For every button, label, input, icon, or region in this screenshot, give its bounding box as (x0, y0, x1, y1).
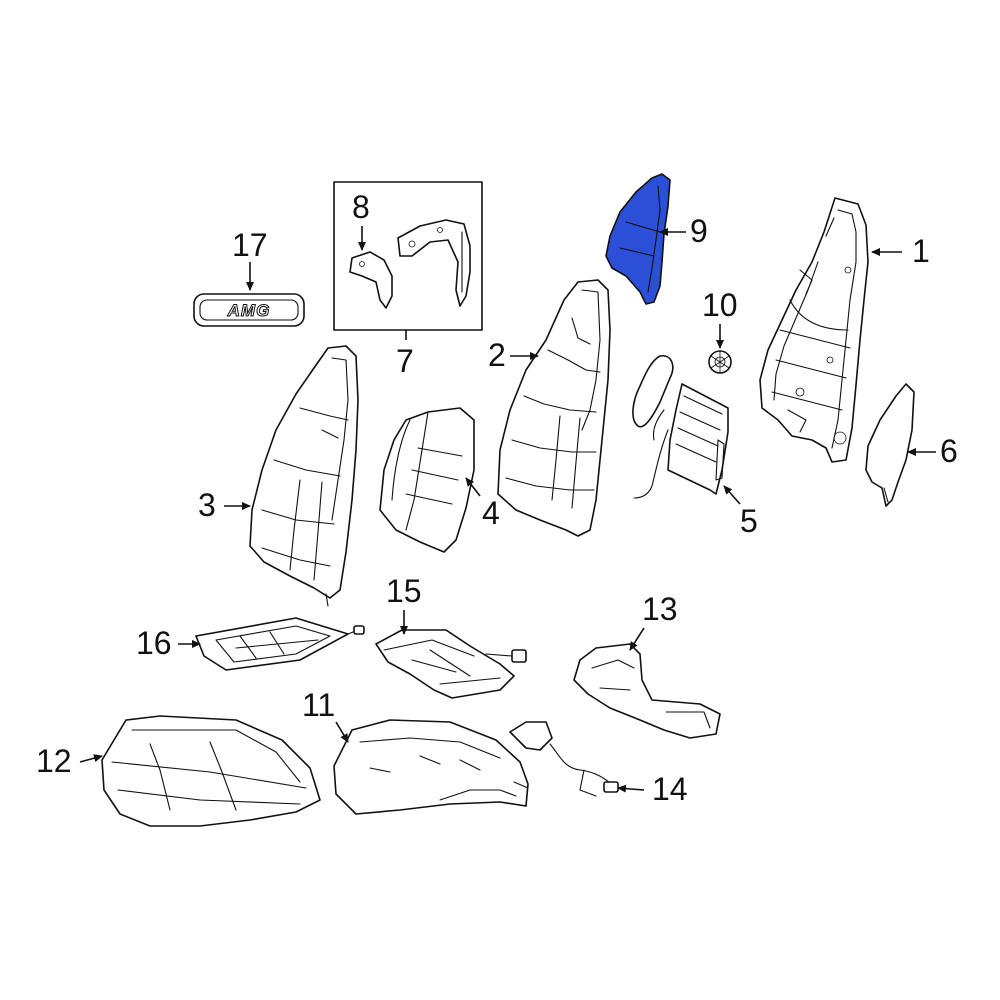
callout-16: 16 (136, 625, 172, 661)
part-5-lumbar-support[interactable] (632, 355, 729, 499)
leader-4 (465, 477, 481, 497)
callout-6: 6 (940, 433, 958, 469)
callout-8: 8 (352, 189, 370, 225)
leader-12 (79, 754, 103, 763)
leader-11 (335, 721, 349, 743)
callout-14: 14 (652, 771, 688, 807)
part-11-seat-cushion[interactable] (333, 719, 529, 815)
callout-4: 4 (482, 495, 500, 531)
callout-3: 3 (198, 487, 216, 523)
part-6-side-cover[interactable] (865, 383, 915, 507)
part-15-cushion-pad[interactable] (375, 629, 527, 699)
highlighted-part-9[interactable] (605, 173, 671, 305)
part-16-seat-mat[interactable] (195, 617, 365, 671)
part-7-kit-box[interactable] (333, 181, 483, 331)
callout-9: 9 (690, 213, 708, 249)
part-2-backrest-assembly[interactable] (497, 279, 611, 537)
callout-5: 5 (740, 503, 758, 539)
leader-14 (617, 784, 645, 793)
callout-15: 15 (386, 573, 422, 609)
leader-5 (723, 485, 741, 505)
part-9-backrest-cover[interactable] (605, 173, 671, 305)
callout-1: 1 (912, 233, 930, 269)
callout-11: 11 (302, 687, 335, 723)
part-3-backrest-cover[interactable] (249, 345, 359, 607)
part-10-clip[interactable] (708, 350, 732, 374)
part-12-seat-cover[interactable] (101, 715, 321, 827)
callout-13: 13 (642, 591, 678, 627)
part-8-bracket[interactable] (349, 251, 393, 309)
part-1-backrest-frame[interactable] (759, 197, 869, 463)
amg-badge-text: AMG (227, 301, 271, 320)
part-4-backrest-pad[interactable] (379, 407, 475, 553)
part-13-side-trim[interactable] (573, 643, 721, 739)
callout-17: 17 (232, 227, 268, 263)
part-17-amg-badge[interactable]: AMG (193, 293, 305, 327)
callout-2: 2 (488, 337, 506, 373)
callout-10: 10 (702, 287, 738, 323)
callout-7: 7 (396, 343, 414, 379)
leader-13 (629, 627, 645, 651)
callout-12: 12 (36, 743, 72, 779)
